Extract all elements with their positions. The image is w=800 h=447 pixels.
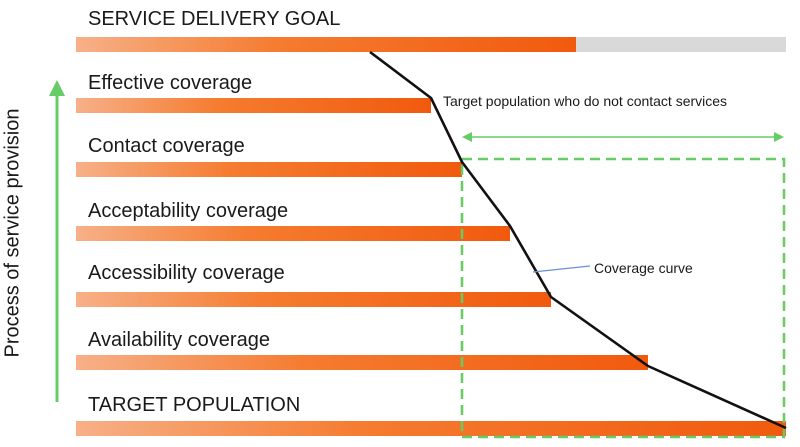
- contact-coverage-label: Contact coverage: [88, 135, 245, 157]
- gap-annotation: Target population who do not contact ser…: [443, 93, 728, 109]
- goal-label: SERVICE DELIVERY GOAL: [88, 8, 341, 30]
- acceptability-coverage-bar: [76, 226, 510, 241]
- effective-coverage-label: Effective coverage: [88, 72, 253, 94]
- availability-coverage-label: Availability coverage: [88, 329, 270, 351]
- goal-bar: [76, 37, 576, 52]
- process-arrow: [49, 80, 65, 402]
- target-population-label: TARGET POPULATION: [88, 394, 301, 416]
- gap-span-arrow: [462, 132, 784, 142]
- curve-callout-line: [532, 265, 591, 273]
- coverage-curve: [369, 50, 787, 430]
- accessibility-coverage-label: Accessibility coverage: [88, 262, 285, 284]
- acceptability-coverage-label: Acceptability coverage: [88, 200, 289, 222]
- effective-coverage-bar: [76, 98, 431, 113]
- accessibility-coverage-bar: [76, 292, 551, 307]
- uncontacted-region-box: [460, 157, 786, 439]
- contact-coverage-bar: [76, 162, 462, 177]
- target-population-bar: [76, 421, 786, 436]
- availability-coverage-bar: [76, 355, 648, 370]
- curve-annotation: Coverage curve: [594, 260, 693, 276]
